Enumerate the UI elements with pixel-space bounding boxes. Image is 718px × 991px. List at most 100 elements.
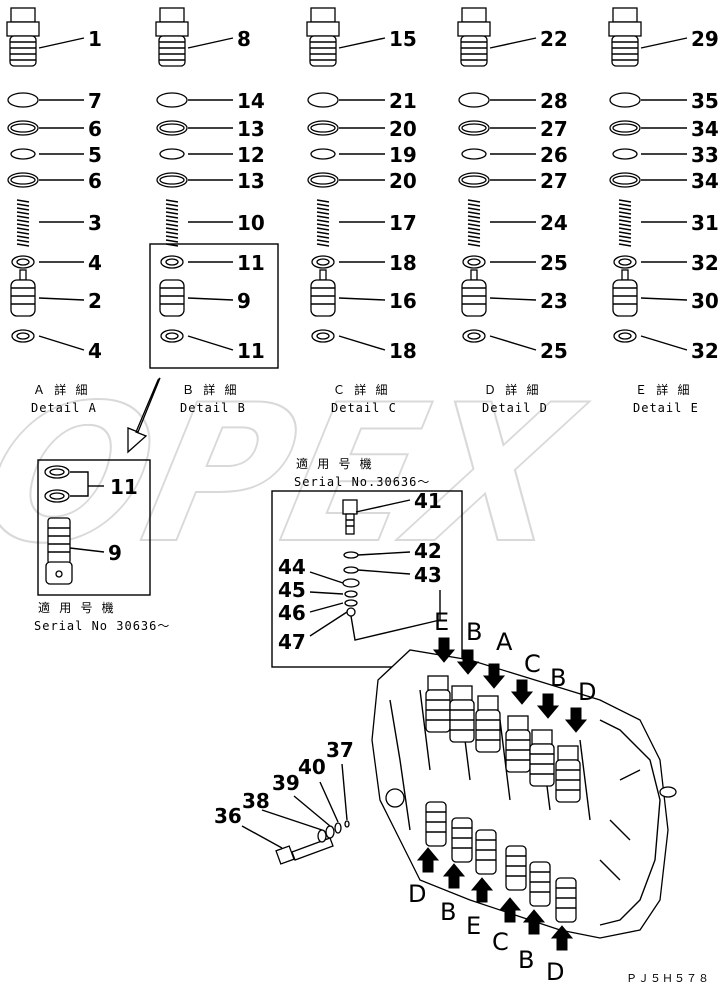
top-valve-body-0 bbox=[425, 689, 451, 733]
detail-caption-en-e: Detail E bbox=[633, 401, 699, 415]
bottom-valve-body-5 bbox=[555, 877, 577, 923]
detail-caption-jp-e: Ｅ 詳 細 bbox=[635, 382, 690, 397]
inset-c-label-47: 47 bbox=[278, 630, 306, 654]
detail-caption-jp-c: Ｃ 詳 細 bbox=[333, 382, 388, 397]
part-label-c-8: 18 bbox=[389, 339, 417, 363]
part-label-e-7: 30 bbox=[691, 289, 718, 313]
direction-arrows bbox=[416, 637, 588, 951]
part-label-c-4: 20 bbox=[389, 169, 417, 193]
inset-b-label-9: 9 bbox=[108, 541, 122, 565]
inset-c-label-42: 42 bbox=[414, 539, 442, 563]
detail-caption-jp-d: Ｄ 詳 細 bbox=[484, 382, 539, 397]
down-arrow-icon-2 bbox=[482, 663, 506, 689]
detail-caption-en-c: Detail C bbox=[331, 401, 397, 415]
detail-caption-jp-a: Ａ 詳 細 bbox=[33, 382, 88, 397]
part-label-e-2: 34 bbox=[691, 117, 718, 141]
part-label-d-4: 27 bbox=[540, 169, 568, 193]
down-arrow-icon-5 bbox=[564, 707, 588, 733]
top-valve-cap-1 bbox=[451, 685, 473, 701]
control-valve-assembly bbox=[371, 649, 677, 939]
part-label-b-1: 14 bbox=[237, 89, 265, 113]
inset-b-box bbox=[37, 459, 151, 596]
detail-caption-en-a: Detail A bbox=[31, 401, 97, 415]
inset-c-serial-jp: 適 用 号 機 bbox=[296, 456, 373, 471]
top-valve-body-4 bbox=[529, 743, 555, 787]
part-label-d-7: 23 bbox=[540, 289, 568, 313]
inset-c-box bbox=[271, 490, 463, 668]
top-valve-cap-3 bbox=[507, 715, 529, 731]
part-label-b-2: 13 bbox=[237, 117, 265, 141]
plug-label-37: 37 bbox=[326, 738, 354, 762]
part-label-b-4: 13 bbox=[237, 169, 265, 193]
down-arrow-icon-1 bbox=[456, 649, 480, 675]
up-arrow-icon-4 bbox=[522, 909, 546, 935]
part-label-c-7: 16 bbox=[389, 289, 417, 313]
part-label-a-5: 3 bbox=[88, 211, 102, 235]
plug-label-36: 36 bbox=[214, 804, 242, 828]
detail-b-box bbox=[149, 243, 279, 369]
part-label-e-4: 34 bbox=[691, 169, 718, 193]
inset-c-label-43: 43 bbox=[414, 563, 442, 587]
part-label-a-4: 6 bbox=[88, 169, 102, 193]
inset-c-label-45: 45 bbox=[278, 578, 306, 602]
arrow-letter-top-a: A bbox=[496, 628, 513, 656]
inset-c-label-41: 41 bbox=[414, 489, 442, 513]
part-label-a-3: 5 bbox=[88, 143, 102, 167]
inset-b-label-11: 11 bbox=[110, 475, 138, 499]
arrow-letter-bottom-d2: D bbox=[546, 958, 564, 986]
part-label-c-1: 21 bbox=[389, 89, 417, 113]
part-label-c-0: 15 bbox=[389, 27, 417, 51]
part-label-e-0: 29 bbox=[691, 27, 718, 51]
inset-arrow bbox=[127, 377, 161, 454]
top-valve-body-5 bbox=[555, 759, 581, 803]
watermark-logo: OPEX bbox=[0, 364, 598, 587]
part-label-b-6: 11 bbox=[237, 251, 265, 275]
top-valve-body-2 bbox=[475, 709, 501, 753]
part-label-a-1: 7 bbox=[88, 89, 102, 113]
part-label-a-7: 2 bbox=[88, 289, 102, 313]
down-arrow-icon-4 bbox=[536, 693, 560, 719]
watermark-text: OPEX bbox=[0, 365, 597, 586]
inset-c-parts bbox=[309, 499, 441, 641]
arrow-letter-top-b: B bbox=[466, 618, 482, 646]
part-label-e-3: 33 bbox=[691, 143, 718, 167]
inset-c-label-46: 46 bbox=[278, 601, 306, 625]
part-label-b-7: 9 bbox=[237, 289, 251, 313]
part-label-a-6: 4 bbox=[88, 251, 102, 275]
part-label-e-6: 32 bbox=[691, 251, 718, 275]
up-arrow-icon-5 bbox=[550, 925, 574, 951]
figure-code: ＰＪ５Ｈ５７８ bbox=[626, 972, 710, 985]
arrow-letter-bottom-c: C bbox=[492, 928, 509, 956]
part-label-d-3: 26 bbox=[540, 143, 568, 167]
up-arrow-icon-1 bbox=[442, 863, 466, 889]
plug-label-40: 40 bbox=[298, 755, 326, 779]
part-label-a-8: 4 bbox=[88, 339, 102, 363]
detail-caption-en-d: Detail D bbox=[482, 401, 548, 415]
part-label-b-8: 11 bbox=[237, 339, 265, 363]
bottom-valve-body-2 bbox=[475, 829, 497, 875]
arrow-letter-bottom-d: D bbox=[408, 880, 426, 908]
arrow-letter-top-b2: B bbox=[550, 664, 566, 692]
part-label-b-3: 12 bbox=[237, 143, 265, 167]
arrow-letter-top-e: E bbox=[434, 608, 449, 636]
bottom-valve-body-0 bbox=[425, 801, 447, 847]
part-label-d-1: 28 bbox=[540, 89, 568, 113]
arrow-letter-bottom-e: E bbox=[466, 912, 481, 940]
part-label-d-2: 27 bbox=[540, 117, 568, 141]
inset-b-parts bbox=[44, 465, 105, 585]
top-valve-body-1 bbox=[449, 699, 475, 743]
up-arrow-icon-0 bbox=[416, 847, 440, 873]
part-label-a-2: 6 bbox=[88, 117, 102, 141]
part-label-e-5: 31 bbox=[691, 211, 718, 235]
bottom-valve-body-3 bbox=[505, 845, 527, 891]
up-arrow-icon-3 bbox=[498, 897, 522, 923]
bottom-valve-body-1 bbox=[451, 817, 473, 863]
part-label-d-8: 25 bbox=[540, 339, 568, 363]
inset-b-serial-jp: 適 用 号 機 bbox=[38, 600, 115, 615]
arrow-letter-top-d: D bbox=[578, 678, 596, 706]
top-valve-cap-4 bbox=[531, 729, 553, 745]
detail-caption-jp-b: Ｂ 詳 細 bbox=[182, 382, 237, 397]
